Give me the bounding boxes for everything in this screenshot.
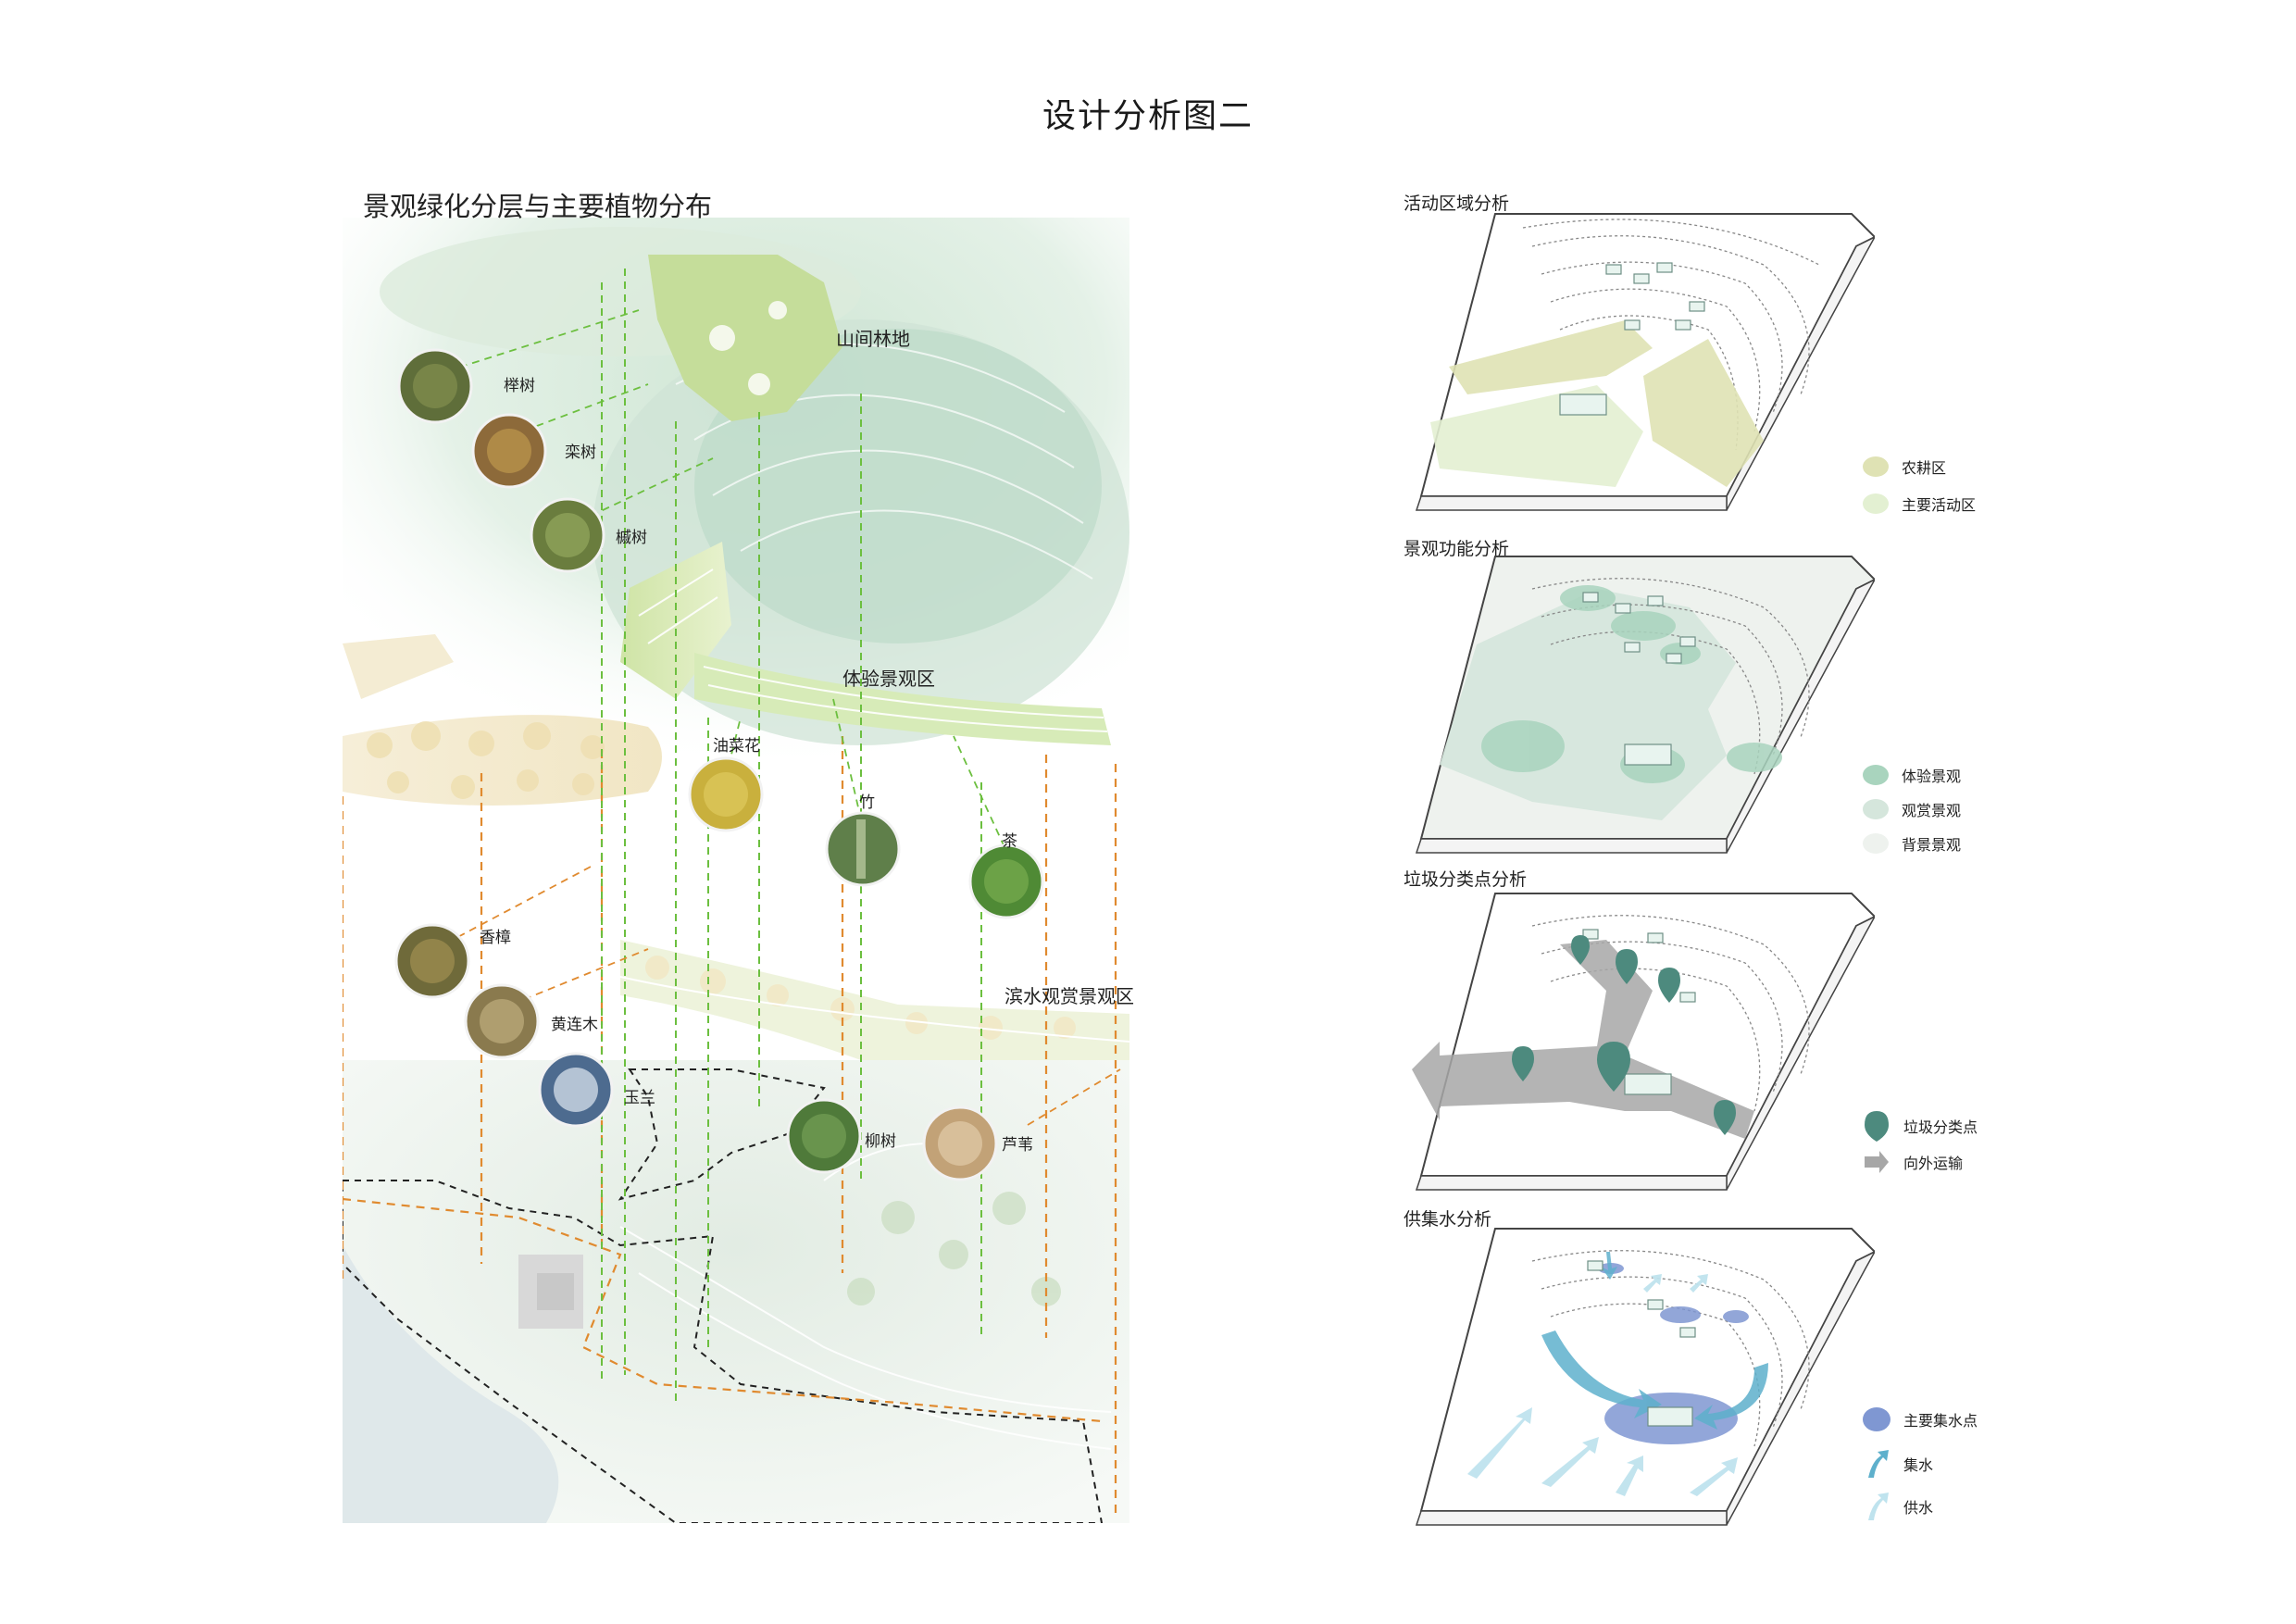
legend-item-main-activity: 主要活动区 xyxy=(1863,493,1976,515)
transport-arrow-icon xyxy=(1865,1151,1889,1173)
plant-label: 黄连木 xyxy=(551,1016,598,1034)
plant-label: 茶 xyxy=(1002,832,1017,851)
flower-band-layer xyxy=(343,634,662,806)
plant-label: 栾树 xyxy=(565,443,596,462)
left-heading: 景观绿化分层与主要植物分布 xyxy=(363,191,713,222)
activity-zone-map xyxy=(1415,213,1875,511)
plant-label: 竹 xyxy=(859,793,875,812)
legend-item-viewing: 观赏景观 xyxy=(1863,798,1961,820)
waterside-layer xyxy=(619,940,1129,1069)
legend-label: 向外运输 xyxy=(1903,1155,1964,1172)
legend-label: 集水 xyxy=(1903,1456,1934,1474)
plant-label: 槭树 xyxy=(616,529,647,547)
landscape-layer-illustration xyxy=(343,218,1129,1523)
legend-label: 背景景观 xyxy=(1902,836,1962,854)
waste-point-icon xyxy=(1865,1111,1889,1142)
plant-label: 油菜花 xyxy=(713,737,760,756)
site-plan-layer xyxy=(343,1060,1129,1523)
legend-item-waste-point: 垃圾分类点 xyxy=(1863,1109,1978,1143)
panel-title-activity: 活动区域分析 xyxy=(1404,194,1510,214)
panel-title-water: 供集水分析 xyxy=(1404,1209,1492,1230)
legend-swatch xyxy=(1863,833,1889,854)
forest-layer xyxy=(343,218,1129,773)
plant-label: 柳树 xyxy=(865,1132,896,1151)
supply-arrow-icon xyxy=(1868,1493,1889,1520)
legend-item-main-collection: 主要集水点 xyxy=(1863,1407,1978,1431)
plant-photo-circles xyxy=(394,348,1044,1181)
zone-label-experience: 体验景观区 xyxy=(842,668,935,690)
legend-label: 观赏景观 xyxy=(1902,802,1962,819)
legend-label: 主要活动区 xyxy=(1902,496,1977,514)
legend-swatch xyxy=(1863,765,1889,785)
plant-label: 玉兰 xyxy=(624,1089,655,1107)
legend-item-supply: 供水 xyxy=(1863,1491,1933,1522)
waste-sorting-map xyxy=(1412,893,1875,1191)
plant-label: 香樟 xyxy=(480,929,511,947)
legend-item-transport: 向外运输 xyxy=(1863,1150,1963,1174)
collection-arrow-icon xyxy=(1868,1450,1889,1478)
plant-label: 芦苇 xyxy=(1002,1136,1033,1155)
legend-label: 供水 xyxy=(1903,1499,1934,1517)
legend-swatch xyxy=(1863,799,1889,819)
legend-item-farming: 农耕区 xyxy=(1863,456,1946,478)
legend-item-experience: 体验景观 xyxy=(1863,764,1961,786)
zone-label-waterside: 滨水观赏景观区 xyxy=(1004,985,1134,1007)
landscape-function-map xyxy=(1415,556,1875,854)
legend-item-background: 背景景观 xyxy=(1863,832,1961,855)
legend-label: 农耕区 xyxy=(1902,459,1947,477)
legend-label: 主要集水点 xyxy=(1903,1412,1978,1430)
legend-item-collection: 集水 xyxy=(1863,1448,1933,1480)
water-supply-collection-map xyxy=(1415,1228,1875,1526)
legend-label: 体验景观 xyxy=(1902,768,1962,785)
panel-title-waste: 垃圾分类点分析 xyxy=(1404,869,1528,890)
zone-label-forest: 山间林地 xyxy=(836,328,910,350)
plant-label: 榉树 xyxy=(504,377,535,395)
page-title: 设计分析图二 xyxy=(1042,97,1254,135)
panel-title-landscape-function: 景观功能分析 xyxy=(1404,539,1510,559)
legend-label: 垃圾分类点 xyxy=(1903,1118,1978,1136)
legend-swatch xyxy=(1863,456,1889,477)
legend-swatch xyxy=(1863,1407,1890,1431)
legend-swatch xyxy=(1863,493,1889,514)
